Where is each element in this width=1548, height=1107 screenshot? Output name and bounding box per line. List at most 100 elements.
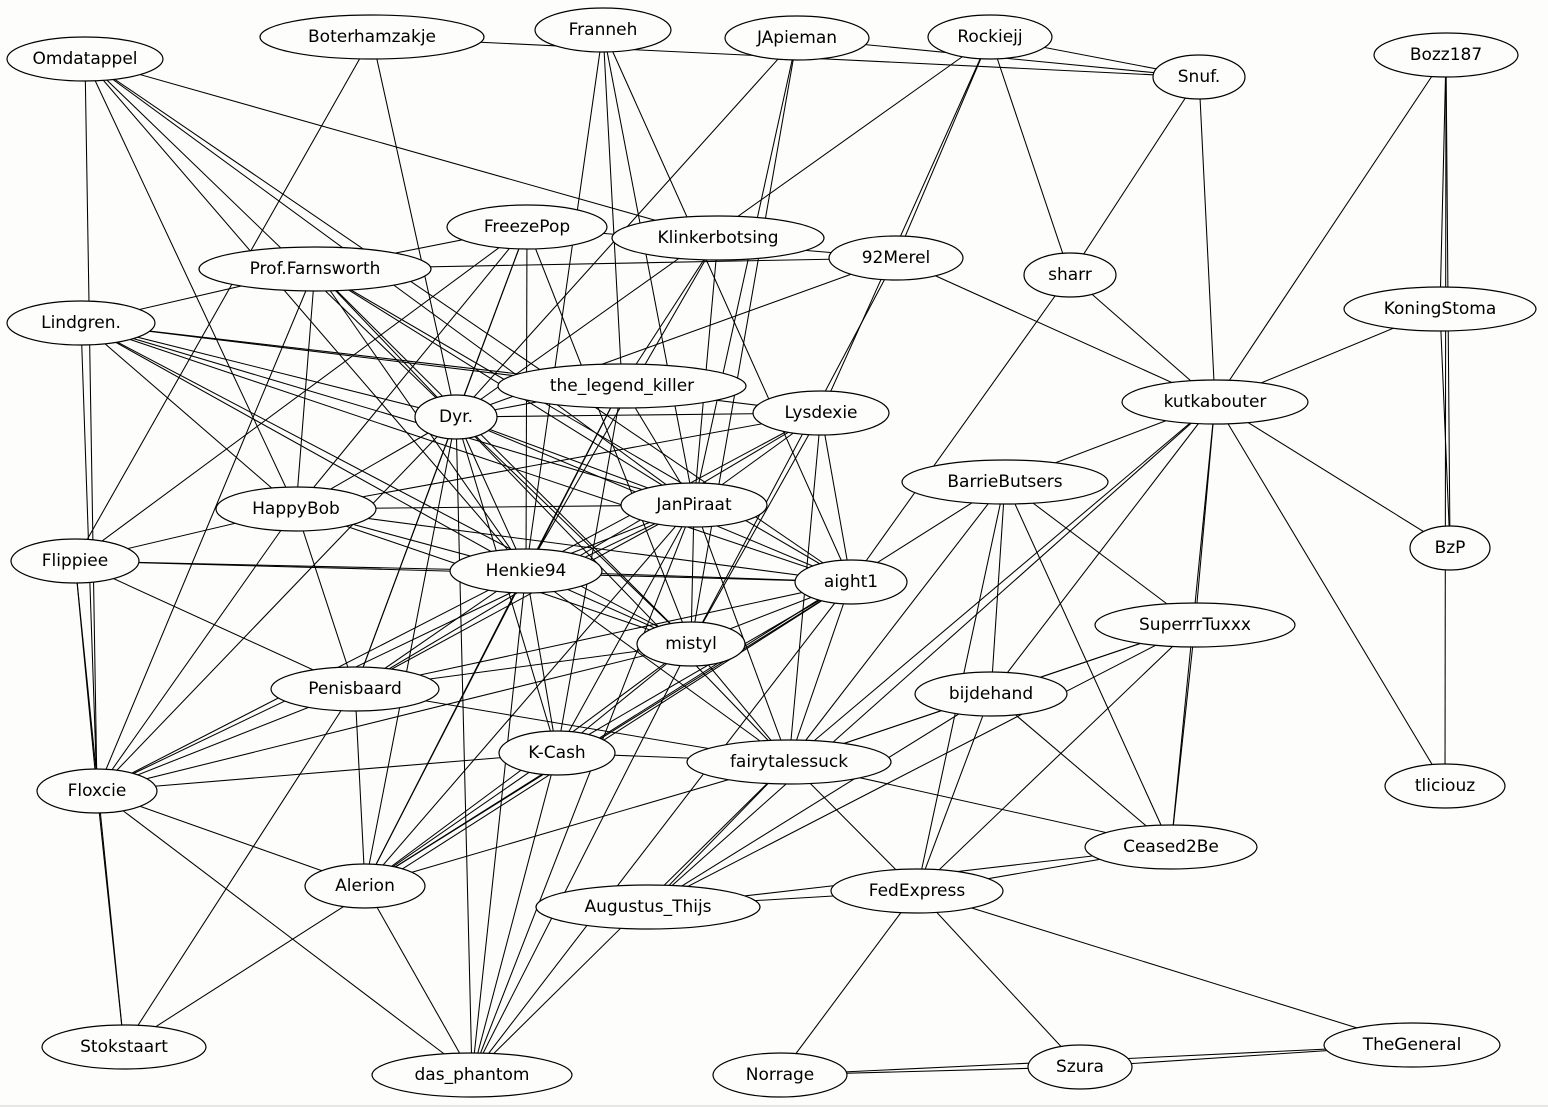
node-label: Flippiee (42, 551, 108, 571)
edge-penisbaard-stokstaart (123, 688, 356, 1048)
node-stokstaart[interactable]: Stokstaart (41, 1024, 207, 1070)
node-japieman[interactable]: JApieman (724, 15, 870, 61)
node-barriebutsers[interactable]: BarrieButsers (901, 459, 1109, 505)
node-szura[interactable]: Szura (1027, 1044, 1133, 1090)
node-ellipse (724, 15, 870, 61)
node-happybob[interactable]: HappyBob (215, 486, 377, 532)
edge-janpiraat-penisbaard (354, 504, 695, 690)
node-bijdehand[interactable]: bijdehand (914, 671, 1068, 717)
edge-k-cash-das-phantom (471, 752, 558, 1076)
node-das-phantom[interactable]: das_phantom (371, 1052, 573, 1098)
edge-aight1-das-phantom (471, 581, 852, 1076)
node-franneh[interactable]: Franneh (534, 7, 672, 53)
node-superrrtuxxx[interactable]: SuperrrTuxxx (1094, 602, 1296, 648)
node-boterhamzakje[interactable]: Boterhamzakje (259, 14, 485, 60)
edge-omdatappel-happybob (84, 58, 297, 510)
edge-janpiraat-k-cash (556, 504, 695, 754)
edge-bijdehand-augustus-thijs (647, 693, 992, 908)
node-mistyl[interactable]: mistyl (636, 621, 746, 667)
node-k-cash[interactable]: K-Cash (498, 730, 616, 776)
node-freezepop[interactable]: FreezePop (446, 204, 608, 250)
node-fairytalessuck[interactable]: fairytalessuck (686, 739, 892, 785)
edge-klinkerbotsing-the-legend-killer (621, 237, 719, 387)
node-alerion[interactable]: Alerion (304, 863, 426, 909)
node-ellipse (1023, 252, 1117, 298)
node-ellipse (259, 14, 485, 60)
node-aight1[interactable]: aight1 (794, 559, 908, 605)
node-ellipse (901, 459, 1109, 505)
edge-janpiraat-floxcie (96, 504, 695, 792)
node-lysdexie[interactable]: Lysdexie (752, 390, 890, 436)
node-the-legend-killer[interactable]: the_legend_killer (497, 363, 747, 409)
node-ellipse (414, 394, 498, 440)
node-klinkerbotsing[interactable]: Klinkerbotsing (611, 215, 825, 261)
node-label: KoningStoma (1384, 299, 1497, 319)
edge-happybob-aight1 (295, 508, 852, 583)
node-dyr[interactable]: Dyr. (414, 394, 498, 440)
node-tliciouz[interactable]: tliciouz (1384, 763, 1506, 809)
node-thegeneral[interactable]: TheGeneral (1323, 1022, 1501, 1068)
node-fedexpress[interactable]: FedExpress (830, 868, 1004, 914)
edge-japieman-janpiraat (693, 37, 798, 506)
node-label: JanPiraat (655, 495, 732, 515)
edge-aight1-k-cash (556, 581, 852, 754)
edge-bozz187-tliciouz (1444, 54, 1447, 787)
node-augustus-thijs[interactable]: Augustus_Thijs (535, 884, 761, 930)
node-label: Penisbaard (308, 679, 402, 699)
edge-janpiraat-alerion (364, 504, 695, 887)
node-janpiraat[interactable]: JanPiraat (620, 482, 768, 528)
node-label: K-Cash (528, 743, 585, 763)
node-penisbaard[interactable]: Penisbaard (270, 666, 440, 712)
node-ellipse (446, 204, 608, 250)
node-ellipse (6, 300, 156, 346)
node-bozz187[interactable]: Bozz187 (1373, 32, 1519, 78)
edge-bozz187-koningstoma (1439, 54, 1447, 310)
edge-the-legend-killer-henkie94 (525, 385, 623, 572)
edge-boterhamzakje-dyr- (371, 36, 457, 418)
node-flippiee[interactable]: Flippiee (10, 538, 140, 584)
node-92merel[interactable]: 92Merel (828, 235, 964, 281)
node-lindgren[interactable]: Lindgren. (6, 300, 156, 346)
graph-edges (74, 29, 1451, 1076)
edge-kutkabouter-tliciouz (1214, 401, 1446, 787)
edge-janpiraat-das-phantom (471, 504, 695, 1076)
edge-franneh-janpiraat (602, 29, 695, 506)
node-label: Lindgren. (41, 313, 121, 333)
edge-omdatappel-henkie94 (84, 58, 527, 572)
node-floxcie[interactable]: Floxcie (36, 768, 158, 814)
node-norrage[interactable]: Norrage (712, 1052, 848, 1098)
node-label: Henkie94 (486, 561, 567, 581)
edge-92merel-mistyl (690, 257, 897, 645)
edge-lysdexie-happybob (295, 412, 822, 510)
edge-floxcie-das-phantom (96, 790, 473, 1076)
node-koningstoma[interactable]: KoningStoma (1343, 286, 1537, 332)
node-label: bijdehand (949, 684, 1033, 704)
node-omdatappel[interactable]: Omdatappel (6, 36, 164, 82)
node-label: Augustus_Thijs (584, 897, 711, 917)
node-label: FedExpress (869, 881, 966, 901)
node-label: Rockiejj (957, 27, 1022, 47)
node-henkie94[interactable]: Henkie94 (449, 548, 603, 594)
edge-omdatappel-klinkerbotsing (84, 58, 719, 239)
node-ellipse (927, 14, 1053, 60)
node-ellipse (36, 768, 158, 814)
node-kutkabouter[interactable]: kutkabouter (1121, 379, 1309, 425)
node-ellipse (1094, 602, 1296, 648)
node-label: Lysdexie (784, 403, 857, 423)
edge-barriebutsers-ceased2be (1004, 481, 1172, 848)
edge-dyr--alerion (364, 416, 457, 887)
node-rockiejj[interactable]: Rockiejj (927, 14, 1053, 60)
edge-k-cash-floxcie (96, 752, 558, 792)
node-bzp[interactable]: BzP (1409, 525, 1491, 571)
node-label: aight1 (824, 572, 878, 592)
edge-lindgren--dyr- (80, 322, 457, 418)
node-sharr[interactable]: sharr (1023, 252, 1117, 298)
node-ellipse (304, 863, 426, 909)
node-ceased2be[interactable]: Ceased2Be (1084, 824, 1258, 870)
edge-fairytalessuck-alerion (364, 761, 790, 887)
edge-bijdehand-fedexpress (916, 693, 992, 892)
node-snuf[interactable]: Snuf. (1152, 54, 1246, 100)
node-ellipse (215, 486, 377, 532)
node-prof-farnsworth[interactable]: Prof.Farnsworth (198, 246, 432, 292)
edge-henkie94-das-phantom (471, 570, 527, 1076)
